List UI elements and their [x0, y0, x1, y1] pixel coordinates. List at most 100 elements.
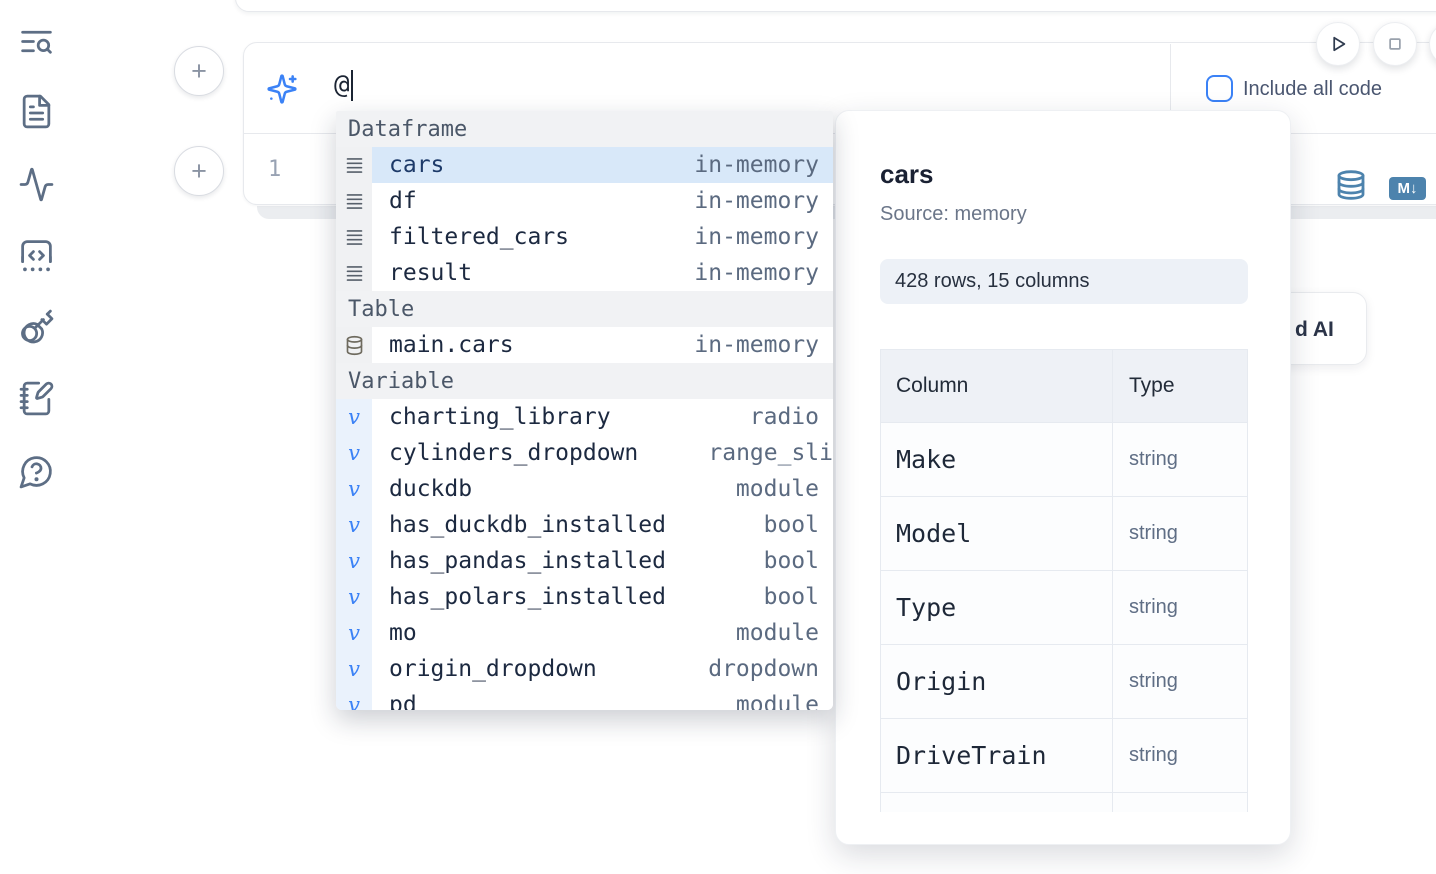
completion-item-body: cars in-memory — [372, 147, 833, 183]
preview-column-type: string — [1129, 670, 1178, 692]
include-all-code-label: Include all code — [1243, 78, 1382, 100]
line-number: 1 — [268, 157, 282, 182]
preview-shape-badge: 428 rows, 15 columns — [880, 259, 1248, 304]
preview-column-name: Model — [881, 497, 1113, 570]
help-chat-icon[interactable] — [17, 452, 55, 490]
completion-item-type: in-memory — [694, 152, 819, 178]
completion-item[interactable]: v has_duckdb_installed bool — [336, 507, 833, 543]
completion-item-body: mo module — [372, 615, 833, 651]
preview-header-type: Type — [1129, 374, 1175, 397]
preview-column-type: string — [1129, 596, 1178, 618]
preview-column-type: string — [1129, 448, 1178, 470]
completion-item-name: filtered_cars — [389, 224, 570, 250]
preview-column-type: string — [1129, 522, 1178, 544]
key-icon[interactable] — [17, 307, 55, 345]
completion-item-name: mo — [389, 620, 417, 646]
code-snippets-icon[interactable] — [17, 236, 55, 274]
variable-icon: v — [336, 579, 372, 615]
completion-item-name: main.cars — [389, 332, 514, 358]
rows-icon — [336, 183, 372, 219]
completion-item-type: module — [735, 692, 819, 710]
completion-item-type: module — [735, 476, 819, 502]
preview-table-row: Origin string — [881, 644, 1247, 718]
ai-sparkles-icon — [266, 73, 298, 105]
activity-icon[interactable] — [17, 165, 55, 203]
completion-item-body: has_pandas_installed bool — [372, 543, 833, 579]
completion-item-name: has_duckdb_installed — [389, 512, 666, 538]
preview-column-type: string — [1129, 744, 1178, 766]
search-list-icon[interactable] — [17, 22, 55, 60]
markdown-convert-icon[interactable]: M↓ — [1389, 177, 1426, 200]
variable-icon: v — [336, 399, 372, 435]
preview-table-row — [881, 792, 1247, 812]
variable-icon: v — [336, 471, 372, 507]
rows-icon — [336, 255, 372, 291]
add-cell-button-bottom[interactable]: + — [174, 146, 224, 196]
completion-item-name: cylinders_dropdown — [389, 440, 639, 466]
notebook-pen-icon[interactable] — [17, 379, 55, 417]
completion-section-header: Dataframe — [336, 111, 833, 147]
completion-item-type: radio — [749, 404, 819, 430]
database-icon — [336, 327, 372, 363]
variable-icon: v — [336, 687, 372, 710]
preview-table-row: Make string — [881, 422, 1247, 496]
completion-item-type: module — [735, 620, 819, 646]
preview-column-name: Origin — [881, 645, 1113, 718]
completion-item[interactable]: cars in-memory — [336, 147, 833, 183]
previous-cell-bottom-edge — [235, 0, 1436, 12]
preview-source: Source: memory — [880, 203, 1027, 225]
variable-icon: v — [336, 651, 372, 687]
completion-section-header: Variable — [336, 363, 833, 399]
text-caret — [350, 69, 354, 101]
database-cell-icon[interactable] — [1335, 169, 1367, 201]
preview-table-row: DriveTrain string — [881, 718, 1247, 792]
ai-prompt-value: @ — [334, 70, 350, 100]
completion-item-type: bool — [763, 512, 819, 538]
rows-icon — [336, 219, 372, 255]
completion-item-name: pd — [389, 692, 417, 710]
add-cell-button-top[interactable]: + — [174, 46, 224, 96]
completion-item-type: bool — [763, 584, 819, 610]
file-document-icon[interactable] — [17, 92, 55, 130]
ai-prompt-input[interactable]: @ — [334, 67, 354, 103]
run-cell-button[interactable] — [1316, 22, 1360, 66]
preview-header-column: Column — [881, 350, 1113, 422]
include-all-code-checkbox[interactable] — [1206, 75, 1233, 102]
dataframe-preview-popup: cars Source: memory 428 rows, 15 columns… — [835, 110, 1291, 845]
preview-column-name: DriveTrain — [881, 719, 1113, 792]
completion-item-type: in-memory — [694, 188, 819, 214]
prompt-section-divider — [1170, 44, 1171, 133]
completion-item-name: cars — [389, 152, 445, 178]
completion-item-body: pd module — [372, 687, 833, 710]
variable-icon: v — [336, 507, 372, 543]
left-sidebar — [0, 0, 72, 874]
completion-item-name: has_pandas_installed — [389, 548, 666, 574]
preview-column-name — [881, 793, 1113, 812]
completion-item-type: bool — [763, 548, 819, 574]
preview-column-name: Make — [881, 423, 1113, 496]
stop-button[interactable] — [1373, 22, 1417, 66]
